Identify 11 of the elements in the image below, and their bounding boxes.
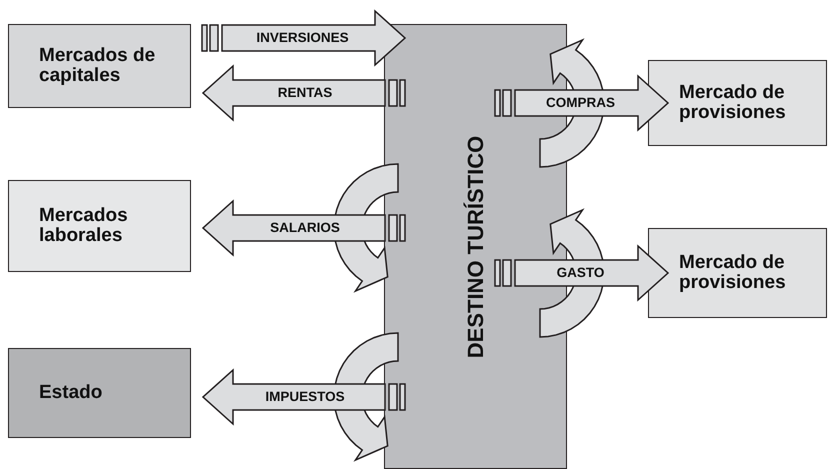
panel-title: DESTINO TURÍSTICO <box>466 136 486 358</box>
box-title: Mercado de provisiones <box>679 253 787 293</box>
box-title: Mercados de capitales <box>39 46 156 86</box>
box-title: Estado <box>39 383 104 403</box>
market-box <box>648 60 827 146</box>
box-title: Mercado de provisiones <box>679 83 787 123</box>
market-box <box>8 180 191 272</box>
market-box <box>8 24 191 108</box>
market-box <box>8 348 191 438</box>
market-box <box>648 228 827 318</box>
box-title: Mercados laborales <box>39 206 129 246</box>
